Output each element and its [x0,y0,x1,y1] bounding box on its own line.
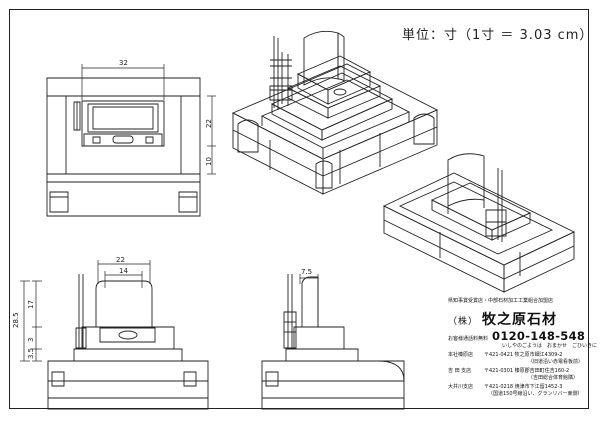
company-name-text: 牧之原石材 [482,311,558,328]
branch-name: 本社榛原店 [448,352,474,358]
tel-label: お客様通話料無料 [448,335,489,342]
company-tagline: 県知事賞受賞店・中部石材加工工業組合加盟店 [448,298,554,304]
dim-side-total: 28.5 [12,312,20,328]
company-info-block: 県知事賞受賞店・中部石材加工工業組合加盟店 （株）牧之原石材 お客様通話料無料 … [448,298,597,397]
dim-side-mid: 3 [27,337,35,342]
sheet-frame [9,9,589,409]
branch-note: （旧道沿い赤電看板前） [528,358,584,365]
isometric-view-main [233,31,437,194]
branch-row: 本社榛原店 〒421-0421 牧之原市細江4309-2 [448,352,588,359]
front-elevation-view [47,78,200,216]
company-name: （株）牧之原石材 [448,309,588,329]
isometric-view-second [384,154,574,292]
front-section-view [48,274,208,409]
tel-number: 0120-148-548 [492,328,586,343]
dim-front-width: 32 [119,59,128,67]
branch-address: 〒421-0421 牧之原市細江4309-2 [484,352,563,358]
section-dimension-lines [20,260,150,361]
unit-note: 単位：寸（1寸 ＝ 3.03 cm） [402,28,594,43]
tel-reading: いしやのごようは おまかせ ごひいきに [502,342,597,349]
front-dimension-lines [82,64,216,174]
branch-name: 吉 田 支店 [448,368,472,374]
branch-note: （国道150号線沿い、グランリバー東側） [488,390,583,397]
tel-row: お客様通話料無料 0120-148-548 [448,329,588,343]
side-elevation-view [262,274,404,409]
branch-name: 大井川支店 [448,384,474,390]
dim-front-height-lower: 10 [205,157,213,166]
branch-address: 〒421-0218 焼津市下江留1452-3 [484,384,563,390]
dim-side-upper: 17 [27,300,35,309]
company-prefix: （株） [448,316,479,327]
dim-side-bottom: 3.5 [27,347,35,359]
dim-stone-outer: 22 [116,256,125,264]
branch-row: 大井川支店 〒421-0218 焼津市下江留1452-3 [448,384,588,391]
dim-stone-inner: 14 [119,267,128,275]
side-dimension-lines [300,274,318,284]
branch-note: （吉田総合体育館隣） [528,374,579,381]
dim-right-depth: 7.5 [301,268,313,276]
dim-front-height-upper: 22 [205,119,213,128]
branch-address: 〒421-0301 榛原郡吉田町住吉160-2 [484,368,570,374]
branch-row: 吉 田 支店 〒421-0301 榛原郡吉田町住吉160-2 [448,368,588,375]
